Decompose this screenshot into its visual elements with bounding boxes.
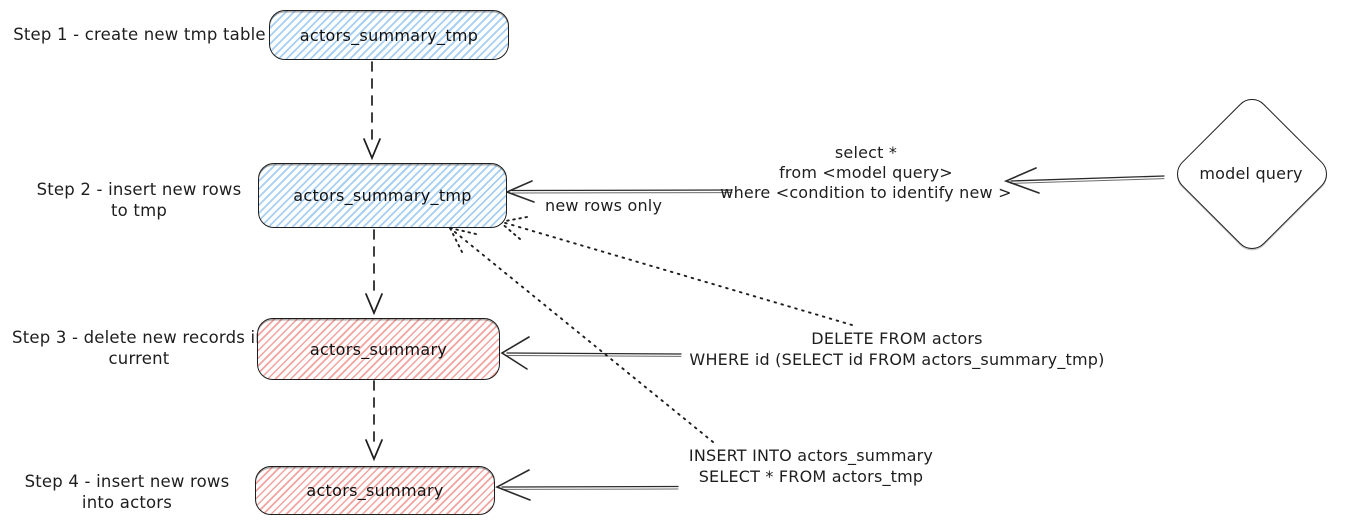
annotation-insert-query: INSERT INTO actors_summary SELECT * FROM…	[688, 446, 934, 486]
node-step4-summary-table: actors_summary	[255, 466, 495, 515]
annotation-new-rows-only: new rows only	[545, 196, 663, 215]
node-step1-tmp-table: actors_summary_tmp	[269, 10, 509, 60]
arrow-step3-to-step4	[365, 380, 383, 462]
node-step4-label: actors_summary	[306, 481, 444, 500]
annotation-select-query: select * from <model query> where <condi…	[720, 143, 1012, 202]
step-2-label: Step 2 - insert new rows to tmp	[36, 180, 242, 220]
model-query-node: model query	[1169, 91, 1335, 257]
node-step3-summary-table: actors_summary	[257, 318, 500, 380]
step-4-label: Step 4 - insert new rows into actors	[24, 472, 230, 512]
arrow-delete-into-summary-box	[500, 336, 682, 370]
arrow-step1-to-step2	[363, 61, 381, 161]
step-1-label: Step 1 - create new tmp table	[13, 25, 266, 44]
dotted-arrow-delete-ref-to-tmp	[499, 216, 853, 326]
arrow-insert-into-summary-box	[495, 469, 679, 501]
arrow-step2-to-step3	[365, 229, 383, 316]
step-3-label: Step 3 - delete new records in current	[12, 328, 266, 368]
model-query-label: model query	[1199, 163, 1303, 183]
node-step3-label: actors_summary	[309, 339, 448, 359]
node-step2-label: actors_summary_tmp	[293, 186, 472, 205]
annotation-delete-query: DELETE FROM actors WHERE id (SELECT id F…	[689, 329, 1105, 369]
node-step1-label: actors_summary_tmp	[299, 25, 479, 45]
node-step2-tmp-table: actors_summary_tmp	[258, 163, 507, 228]
